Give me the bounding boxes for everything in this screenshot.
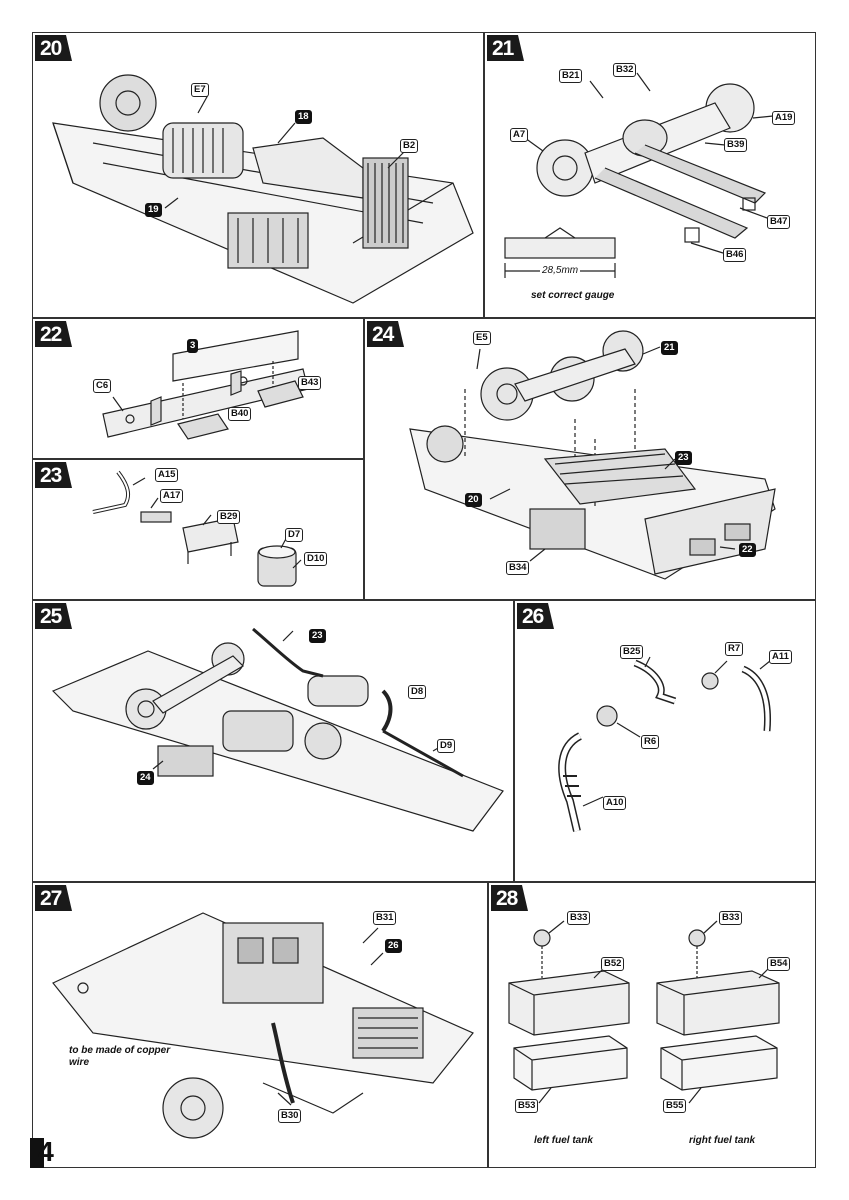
part-label-b34: B34 bbox=[506, 561, 530, 575]
step-20-panel: 20 E7 18 B2 19 bbox=[32, 32, 484, 318]
part-label-b29: B29 bbox=[217, 510, 241, 524]
step-27-panel: 27 B31 26 B30 to be made of copper wire bbox=[32, 882, 488, 1168]
part-label-r6: R6 bbox=[641, 735, 660, 749]
step-number: 24 bbox=[367, 321, 405, 347]
gauge-note: set correct gauge bbox=[531, 290, 615, 301]
step-number: 28 bbox=[491, 885, 529, 911]
part-label-b39: B39 bbox=[724, 138, 748, 152]
part-label-b33-left: B33 bbox=[567, 911, 591, 925]
part-label-b53: B53 bbox=[515, 1099, 539, 1113]
part-label-b40: B40 bbox=[228, 407, 252, 421]
rear-axle-illustration bbox=[504, 72, 774, 278]
left-fuel-tank-caption: left fuel tank bbox=[534, 1135, 593, 1146]
step-number: 20 bbox=[35, 35, 73, 61]
part-label-d10: D10 bbox=[304, 552, 328, 566]
part-label-b55: B55 bbox=[663, 1099, 687, 1113]
step-number: 26 bbox=[517, 603, 555, 629]
gauge-dimension: 28,5mm bbox=[540, 265, 581, 276]
part-label-a15: A15 bbox=[155, 468, 179, 482]
part-label-d7: D7 bbox=[285, 528, 304, 542]
step-28-panel: 28 B33 B52 B53 B33 B54 B55 left fuel tan… bbox=[488, 882, 816, 1168]
exhaust-installation-illustration bbox=[51, 627, 504, 832]
part-label-a17: A17 bbox=[160, 489, 184, 503]
part-label-19: 19 bbox=[145, 203, 162, 217]
part-label-b33-right: B33 bbox=[719, 911, 743, 925]
chassis-assembly-illustration bbox=[52, 74, 474, 304]
part-label-b46: B46 bbox=[723, 248, 747, 262]
step-number: 22 bbox=[35, 321, 73, 347]
fuel-tanks-illustration bbox=[508, 920, 780, 1104]
part-label-b32: B32 bbox=[613, 63, 637, 77]
part-label-r7: R7 bbox=[725, 642, 744, 656]
part-label-26: 26 bbox=[385, 939, 402, 953]
part-label-3: 3 bbox=[187, 339, 199, 353]
page-number: 4 bbox=[30, 1136, 60, 1168]
step-23-panel: 23 A15 A17 B29 D7 D10 bbox=[32, 459, 364, 600]
exhaust-parts-illustration bbox=[92, 470, 302, 587]
right-fuel-tank-caption: right fuel tank bbox=[689, 1135, 756, 1146]
step-number: 27 bbox=[35, 885, 73, 911]
part-label-23: 23 bbox=[675, 451, 692, 465]
part-label-23: 23 bbox=[309, 629, 326, 643]
part-label-b2: B2 bbox=[400, 139, 419, 153]
step-24-panel: 24 E5 21 23 20 22 B34 bbox=[364, 318, 816, 600]
part-label-b43: B43 bbox=[298, 376, 322, 390]
step-25-panel: 25 23 D8 D9 24 bbox=[32, 600, 514, 882]
part-label-b31: B31 bbox=[373, 911, 397, 925]
engine-bay-illustration bbox=[52, 912, 474, 1139]
copper-wire-note: to be made of copper wire bbox=[69, 1045, 171, 1068]
part-label-a19: A19 bbox=[772, 111, 796, 125]
part-label-b30: B30 bbox=[278, 1109, 302, 1123]
part-label-22: 22 bbox=[739, 543, 756, 557]
part-label-a10: A10 bbox=[603, 796, 627, 810]
part-label-a11: A11 bbox=[769, 650, 792, 664]
axle-to-chassis-illustration bbox=[409, 330, 776, 580]
part-label-a7: A7 bbox=[510, 128, 529, 142]
part-label-b47: B47 bbox=[767, 215, 791, 229]
part-label-24: 24 bbox=[137, 771, 154, 785]
hose-parts-illustration bbox=[558, 656, 772, 832]
part-label-20: 20 bbox=[465, 493, 482, 507]
step-22-panel: 22 3 C6 B43 B40 bbox=[32, 318, 364, 459]
step-number: 21 bbox=[487, 35, 525, 61]
part-label-b25: B25 bbox=[620, 645, 644, 659]
step-number: 25 bbox=[35, 603, 73, 629]
part-label-e5: E5 bbox=[473, 331, 491, 345]
part-label-21: 21 bbox=[661, 341, 678, 355]
step-number: 23 bbox=[35, 462, 73, 488]
part-label-b54: B54 bbox=[767, 957, 791, 971]
part-label-b21: B21 bbox=[559, 69, 583, 83]
part-label-18: 18 bbox=[295, 110, 312, 124]
crossmember-illustration bbox=[102, 330, 309, 440]
part-label-d9: D9 bbox=[437, 739, 456, 753]
step-26-panel: 26 B25 R7 A11 R6 A10 bbox=[514, 600, 816, 882]
part-label-d8: D8 bbox=[408, 685, 427, 699]
part-label-b52: B52 bbox=[601, 957, 625, 971]
part-label-e7: E7 bbox=[191, 83, 209, 97]
step-21-panel: 21 B21 B32 A7 A19 B39 B47 bbox=[484, 32, 816, 318]
part-label-c6: C6 bbox=[93, 379, 112, 393]
